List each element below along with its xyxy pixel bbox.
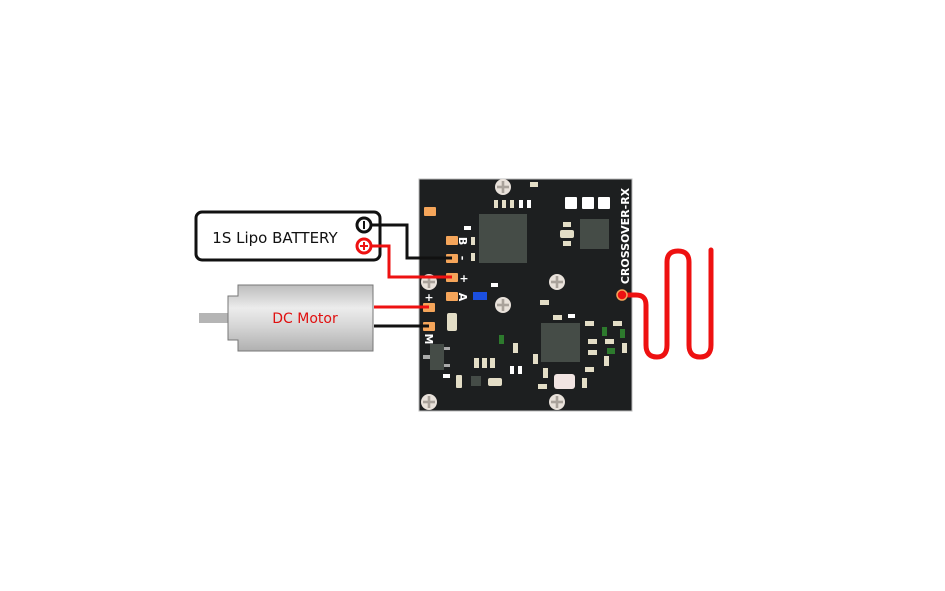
battery-body bbox=[194, 210, 382, 262]
motor-body bbox=[227, 284, 374, 352]
board-name: CROSSOVER-RX bbox=[619, 187, 632, 284]
chip bbox=[541, 323, 580, 362]
pad-label-plus: + bbox=[459, 272, 468, 285]
led bbox=[473, 292, 487, 300]
pad-a bbox=[446, 292, 458, 301]
chip bbox=[479, 214, 527, 263]
antenna bbox=[616, 247, 714, 360]
receiver-board: B - + A + M CROSSOVER-RX bbox=[418, 178, 633, 412]
battery-label: 1S Lipo BATTERY bbox=[212, 229, 338, 247]
battery-negative-terminal-icon bbox=[355, 216, 373, 234]
motor-shaft bbox=[199, 313, 229, 323]
screw-icon bbox=[495, 297, 511, 313]
pad-b bbox=[446, 236, 458, 245]
screw-icon bbox=[549, 394, 565, 410]
battery: 1S Lipo BATTERY bbox=[194, 210, 382, 262]
motor-label: DC Motor bbox=[272, 311, 338, 327]
pad-label-motor-plus: + bbox=[424, 291, 433, 304]
wires bbox=[372, 223, 452, 328]
dc-motor: DC Motor bbox=[199, 284, 374, 352]
screw-icon bbox=[549, 274, 565, 290]
pad-label-minus: - bbox=[456, 256, 469, 261]
screw-icon bbox=[495, 179, 511, 195]
transistor bbox=[430, 344, 444, 370]
battery-positive-wire bbox=[372, 244, 452, 279]
battery-negative-wire bbox=[372, 223, 452, 260]
pad-label-b: B bbox=[456, 237, 469, 245]
chip bbox=[580, 219, 609, 249]
pad-label-motor-m: M bbox=[422, 334, 435, 345]
pad bbox=[424, 207, 436, 216]
pad-label-a: A bbox=[456, 293, 469, 302]
screw-icon bbox=[421, 394, 437, 410]
battery-positive-terminal-icon bbox=[355, 237, 373, 255]
